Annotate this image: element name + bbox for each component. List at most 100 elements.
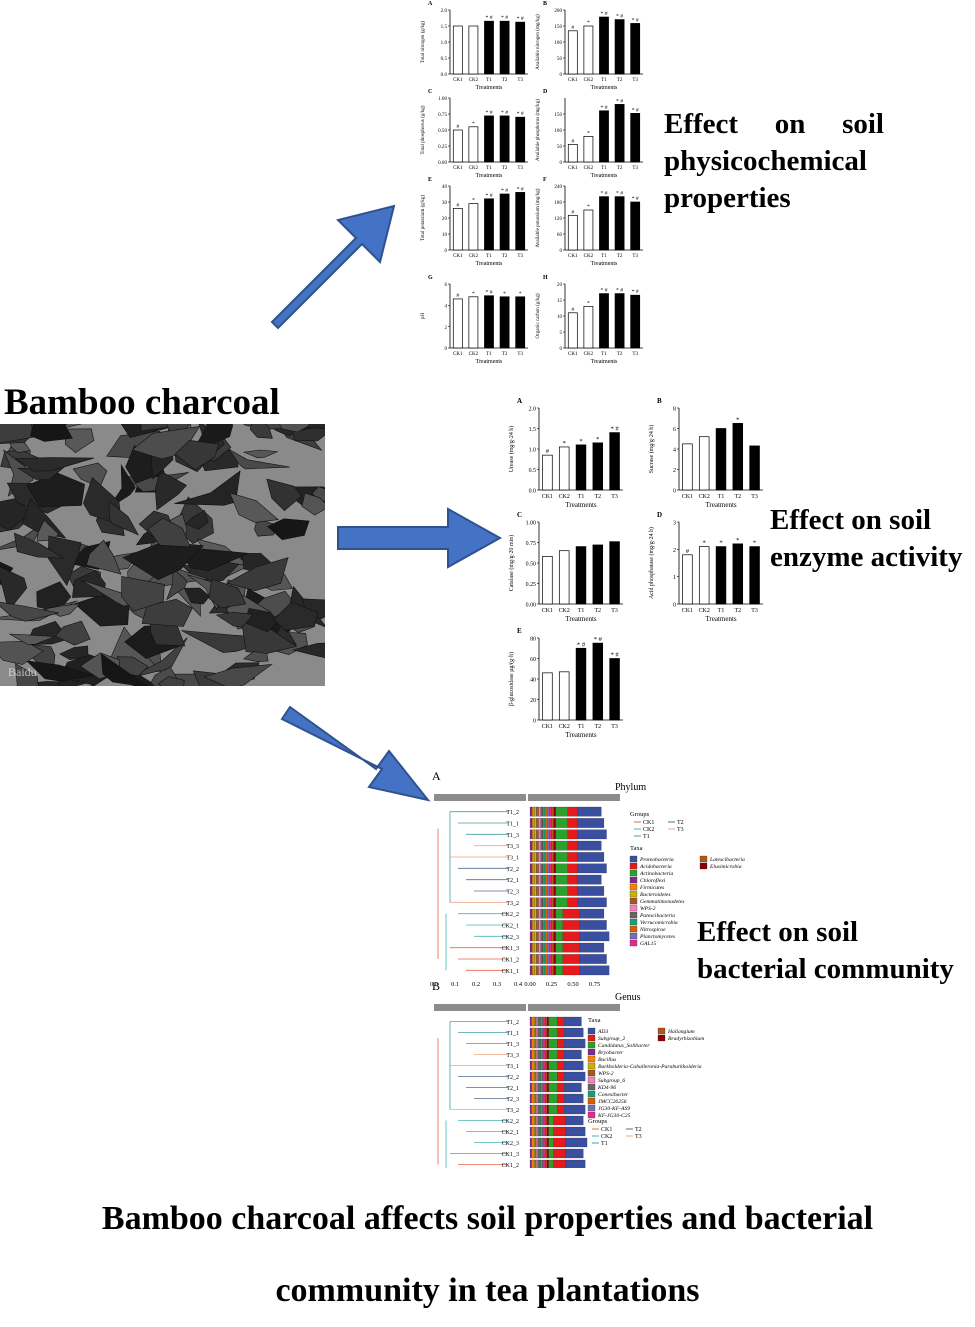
stack-segment-wps-2 — [538, 897, 541, 908]
stack-segment-nitrospirae — [544, 954, 548, 964]
bar-CK2 — [468, 25, 479, 75]
y-axis-label: Sucrase (mg/g·24 h) — [648, 425, 655, 473]
taxa-legend-label: Burkholderia-Caballeronia-Paraburkholder… — [598, 1064, 702, 1070]
taxa-legend-swatch — [699, 862, 708, 870]
stack-segment-acidobacteria — [562, 908, 580, 919]
photo-watermark: Baidu — [8, 665, 37, 679]
stack-segment-subgroup-2 — [557, 1038, 565, 1049]
label-bacterial-line1: Effect on soil — [697, 916, 859, 948]
stack-segment-wps-2 — [538, 886, 541, 896]
bar-T1 — [575, 444, 587, 491]
stack-segment-haliangium — [545, 1148, 548, 1159]
panel-letter: C — [428, 89, 432, 95]
stack-segment-conexibacter — [539, 1126, 541, 1137]
stack-segment-kd4-96 — [537, 1126, 540, 1137]
stack-segment-burkholderia-caballeronia-paraburkholderia — [532, 1049, 535, 1060]
stack-segment-gemmatimonadetes — [536, 863, 539, 874]
y-tick-label: 0.00 — [526, 602, 536, 608]
stack-segment-candidatus-solibacter — [548, 1071, 558, 1082]
significance-mark: * — [719, 540, 722, 547]
stack-segment-jg30-kf-as9 — [542, 1159, 545, 1168]
stack-segment-wps-2 — [538, 965, 541, 976]
stack-segment-subgroup-2 — [553, 1137, 567, 1148]
stack-segment-wps-2 — [538, 931, 541, 942]
bar-T1 — [484, 295, 494, 349]
stack-segment-bryobacter — [529, 1115, 532, 1126]
y-tick-label: 0.50 — [526, 561, 536, 567]
bar-CK2 — [583, 25, 594, 75]
taxa-legend-swatch — [629, 918, 638, 926]
stack-segment-acidobacteria — [567, 806, 578, 817]
bar-T1 — [599, 293, 609, 349]
stack-segment-gemmatimonadetes — [536, 920, 539, 930]
x-axis-label: Treatments — [476, 173, 503, 179]
y-tick-label: 6 — [444, 282, 447, 288]
charcoal-piece — [36, 519, 60, 542]
significance-mark: * # — [600, 105, 607, 111]
groups-legend-label: CK1 — [643, 820, 654, 826]
stack-segment-kf-jg30-c25 — [543, 1115, 546, 1126]
sample-label: CK1_2 — [502, 1163, 519, 1168]
tree-axis-tick: 0.3 — [493, 981, 501, 988]
stack-segment-firmicutes — [532, 852, 535, 862]
stack-segment-verrucomicrobia — [542, 920, 546, 930]
stack-segment-latescibacteria — [551, 818, 554, 828]
y-tick-label: 15 — [557, 298, 563, 304]
stack-segment-latescibacteria — [551, 965, 554, 976]
groups-legend-title: Groups — [588, 1118, 608, 1125]
y-tick-label: 0.5 — [441, 56, 448, 62]
groups-legend-label: T1 — [643, 834, 650, 840]
stack-segment-wps-2 — [534, 1137, 537, 1148]
stack-segment-patescibacteria — [540, 806, 544, 817]
stack-segment-ad3 — [564, 1027, 584, 1038]
stack-segment-actinobacteria — [555, 806, 568, 817]
x-tick-label: CK1 — [568, 253, 578, 259]
bar-T1 — [715, 546, 727, 605]
significance-mark: * # — [610, 426, 619, 433]
stack-segment-wps-2 — [538, 874, 541, 885]
stack-segment-bradyrhizobium — [546, 1148, 549, 1159]
stack-segment-bradyrhizobium — [546, 1049, 549, 1060]
sample-label: T1_2 — [506, 1020, 519, 1026]
stack-segment-chloroflexi — [529, 874, 533, 885]
bar-T2 — [592, 544, 604, 605]
taxa-legend-label: Conexibacter — [598, 1092, 629, 1098]
taxa-legend-swatch — [587, 1048, 596, 1056]
stack-segment-bacillus — [531, 1049, 534, 1060]
stack-segment-jmcc26256 — [540, 1071, 543, 1082]
label-enzyme: Effect on soil enzyme activity — [770, 502, 962, 576]
stack-segment-jg30-kf-as9 — [542, 1016, 545, 1027]
stack-segment-planctomycetes — [547, 829, 550, 840]
stack-segment-haliangium — [545, 1016, 548, 1027]
label-physicochemical-line2: physicochemical — [664, 145, 867, 177]
x-tick-label: CK1 — [568, 165, 578, 171]
charcoal-piece — [100, 653, 149, 686]
bar-axis-tick: 0.25 — [546, 981, 557, 988]
charcoal-piece — [242, 449, 279, 459]
stack-segment-verrucomicrobia — [542, 965, 546, 976]
stack-segment-nitrospirae — [544, 840, 548, 851]
stack-segment-haliangium — [545, 1159, 548, 1168]
stack-segment-burkholderia-caballeronia-paraburkholderia — [532, 1137, 535, 1148]
stack-segment-proteobacteria — [579, 942, 605, 953]
significance-mark: # — [571, 138, 574, 144]
stack-segment-gal15 — [549, 829, 552, 840]
y-tick-label: 240 — [554, 184, 562, 190]
stack-segment-nitrospirae — [544, 806, 548, 817]
significance-mark: # — [686, 548, 690, 555]
stack-segment-gal15 — [549, 942, 552, 953]
x-tick-label: CK2 — [469, 253, 479, 259]
stack-segment-jg30-kf-as9 — [542, 1049, 545, 1060]
stack-segment-nitrospirae — [544, 818, 548, 828]
stack-segment-conexibacter — [539, 1016, 541, 1027]
stack-segment-wps-2 — [538, 908, 541, 919]
stack-segment-nitrospirae — [544, 829, 548, 840]
stack-segment-gemmatimonadetes — [536, 806, 539, 817]
taxa-legend-swatch — [587, 1104, 596, 1112]
significance-mark: # — [456, 293, 459, 299]
y-axis-label: Total phosphorus (g/kg) — [420, 105, 426, 154]
stack-segment-subgroup-6 — [536, 1115, 538, 1126]
x-axis-label: Treatments — [591, 261, 618, 267]
stack-segment-kd4-96 — [537, 1027, 540, 1038]
charcoal-piece — [292, 642, 325, 658]
